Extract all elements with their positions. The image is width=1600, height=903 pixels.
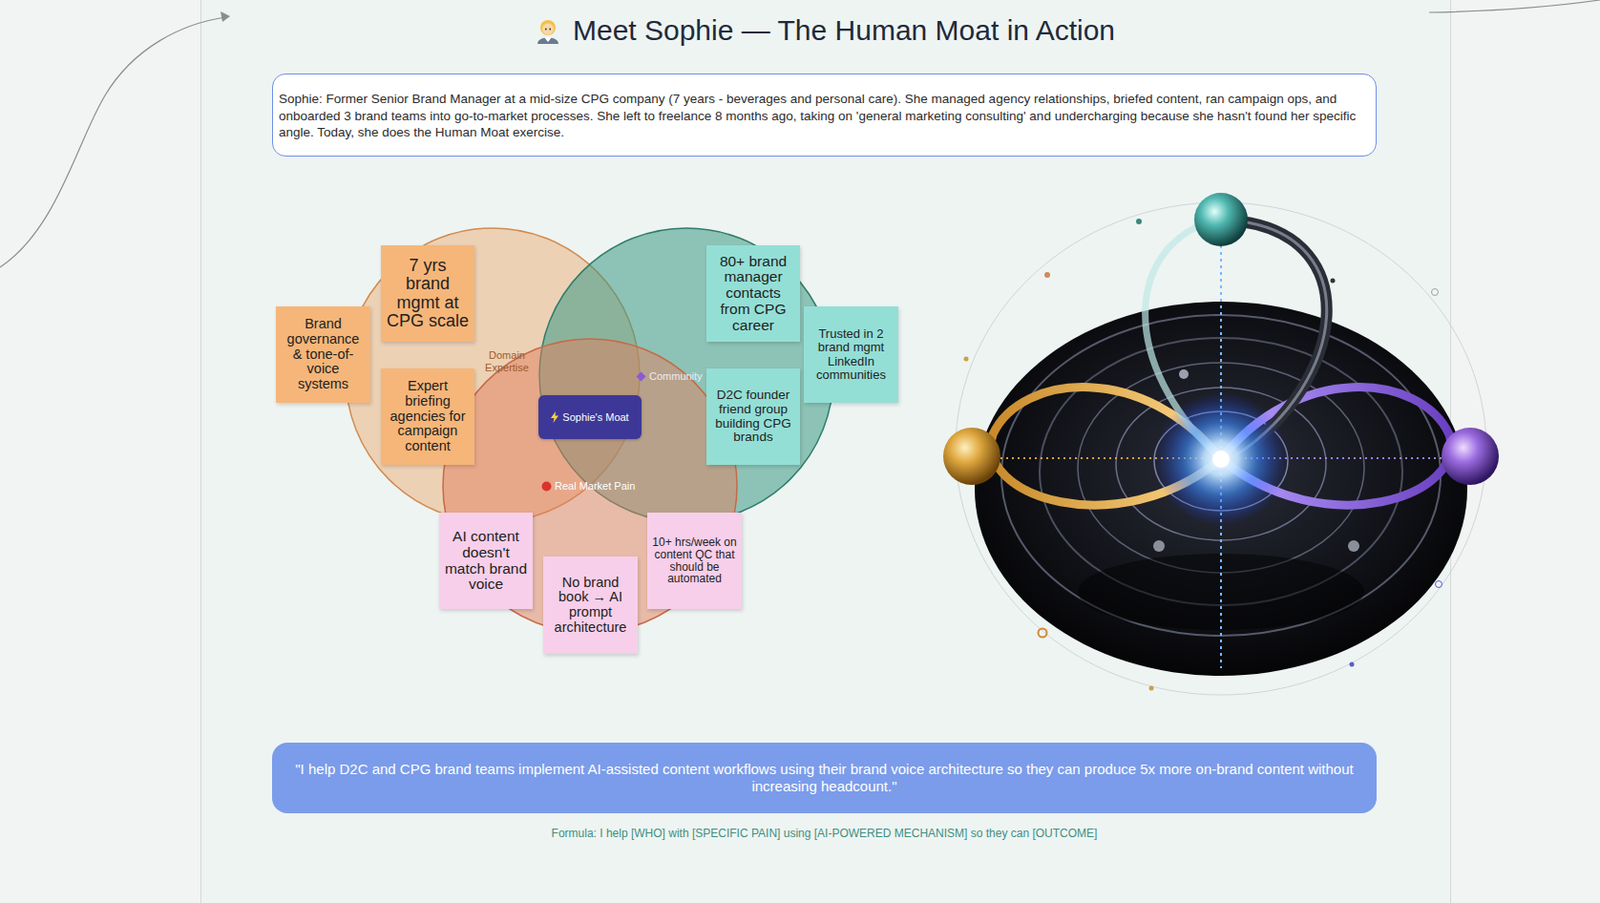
page-title: Meet Sophie — The Human Moat in Action xyxy=(572,14,1116,47)
diamond-icon xyxy=(635,371,647,382)
moat-box: Sophie's Moat xyxy=(538,395,642,440)
bolt xyxy=(550,411,559,423)
sticky-note: 7 yrs brand mgmt at CPG scale xyxy=(380,245,475,342)
sticky-text: No brand book → AI prompt architecture xyxy=(547,575,633,636)
quote-box: "I help D2C and CPG brand teams implemen… xyxy=(272,742,1377,814)
sticky-text: 7 yrs brand mgmt at CPG scale xyxy=(385,256,470,332)
sticky-text: 10+ hrs/week on content QC that should b… xyxy=(652,536,737,587)
orb-art xyxy=(943,192,1499,695)
circle-label: Real Market Pain xyxy=(554,480,654,493)
sticky-note: Expert briefing agencies for campaign co… xyxy=(380,368,475,465)
sticky-note: No brand book → AI prompt architecture xyxy=(543,556,638,654)
sticky-text: AI content doesn't match brand voice xyxy=(443,528,528,593)
sticky-note: 80+ brand manager contacts from CPG care… xyxy=(706,245,800,342)
sticky-note: Brand governance & tone-of-voice systems xyxy=(275,306,371,403)
sketch-curve xyxy=(1429,0,1600,13)
intro-box: Sophie: Former Senior Brand Manager at a… xyxy=(272,73,1377,157)
moat-label: Sophie's Moat xyxy=(562,411,629,423)
sticky-note: D2C founder friend group building CPG br… xyxy=(706,368,800,465)
red-dot xyxy=(542,482,552,492)
person-eye xyxy=(548,28,551,31)
circle-label: Domain Expertise xyxy=(476,349,538,375)
intro-text: Sophie: Former Senior Brand Manager at a… xyxy=(278,90,1370,142)
person-face xyxy=(542,23,554,36)
person-hair xyxy=(540,20,556,36)
sketch-arrow xyxy=(0,17,226,268)
sticky-note: 10+ hrs/week on content QC that should b… xyxy=(647,512,742,610)
red-dot-icon xyxy=(541,481,552,492)
sticky-text: Trusted in 2 brand mgmt LinkedIn communi… xyxy=(808,327,894,381)
formula-note: Formula: I help [WHO] with [SPECIFIC PAI… xyxy=(272,826,1377,841)
title-bar: Meet Sophie — The Human Moat in Action xyxy=(200,11,1450,50)
sticky-text: Brand governance & tone-of-voice systems xyxy=(280,316,366,392)
sticky-note: AI content doesn't match brand voice xyxy=(439,512,533,610)
bolt-icon xyxy=(550,411,559,423)
person-body xyxy=(537,37,559,44)
sketch-arrowhead xyxy=(220,11,231,22)
person-icon xyxy=(534,16,562,45)
person-eye xyxy=(545,28,548,31)
sticky-text: 80+ brand manager contacts from CPG care… xyxy=(711,253,796,335)
sticky-text: Expert briefing agencies for campaign co… xyxy=(385,378,470,454)
sticky-text: D2C founder friend group building CPG br… xyxy=(711,388,796,444)
value-statement: "I help D2C and CPG brand teams implemen… xyxy=(291,760,1358,796)
person-collar xyxy=(544,37,552,43)
sticky-note: Trusted in 2 brand mgmt LinkedIn communi… xyxy=(803,306,899,403)
